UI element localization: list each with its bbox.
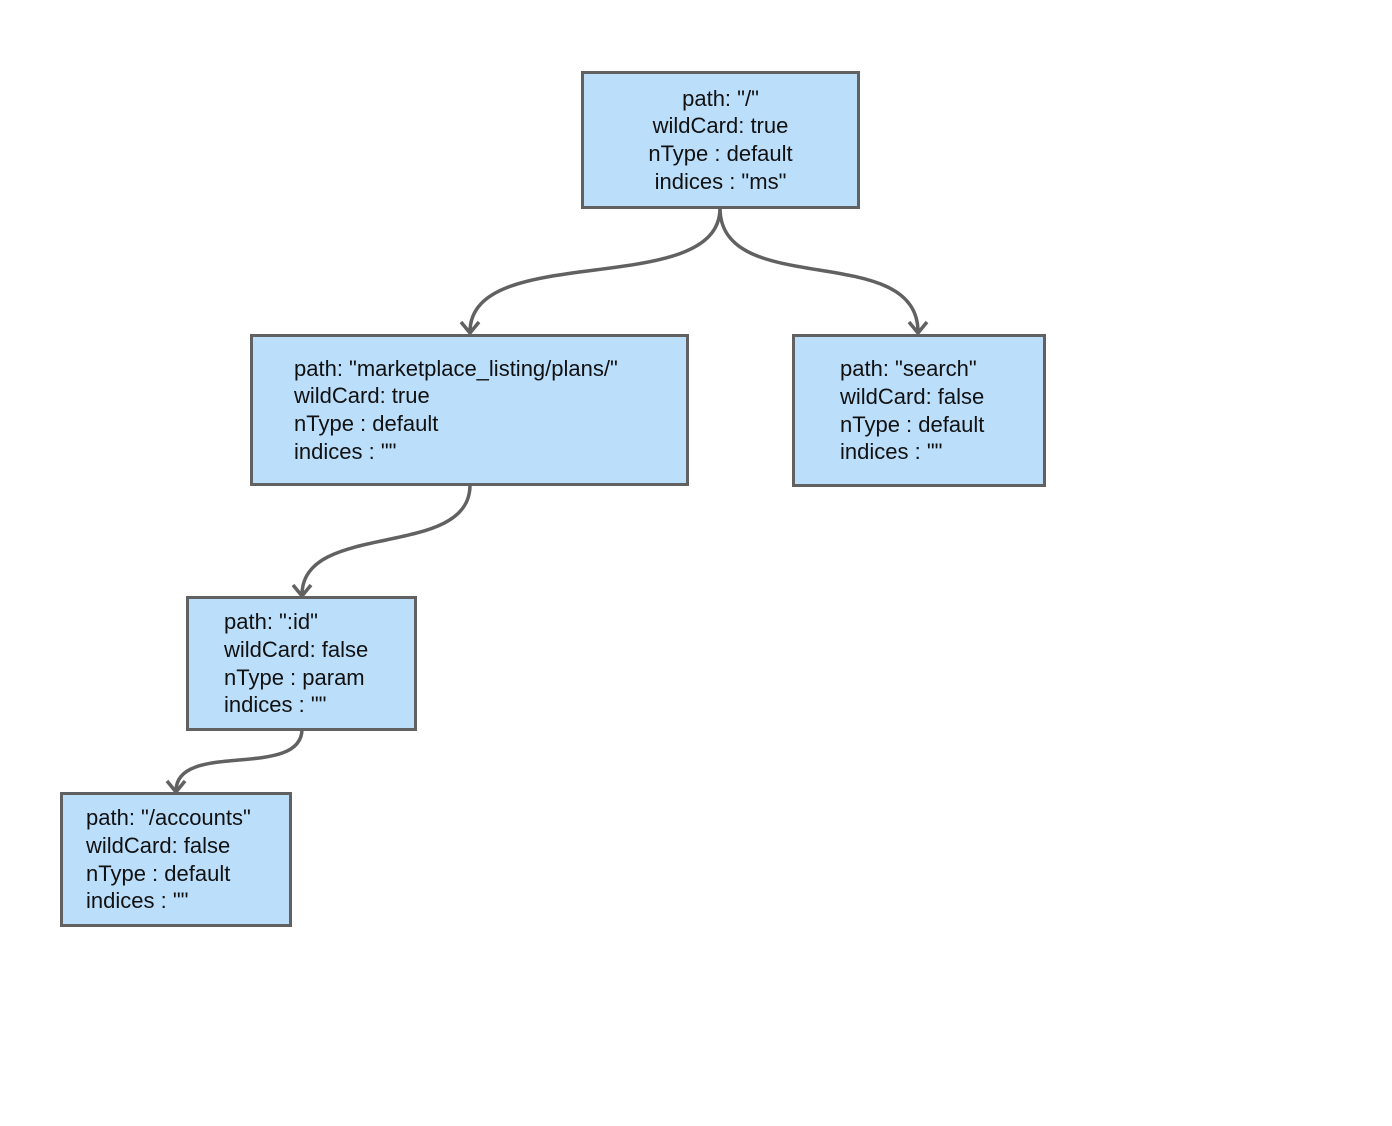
node-root-path: path: "/": [682, 85, 759, 111]
edge-root-to-marketplace: [468, 207, 722, 333]
node-id[interactable]: path: ":id" wildCard: false nType : para…: [186, 596, 417, 731]
node-accounts-path: path: "/accounts": [86, 805, 251, 831]
node-id-indices: indices : "": [224, 692, 327, 718]
node-root-indices: indices : "ms": [654, 168, 787, 194]
node-accounts[interactable]: path: "/accounts" wildCard: false nType …: [60, 792, 292, 927]
node-search-wildcard: wildCard: false: [840, 383, 985, 409]
node-search-ntype: nType : default: [840, 411, 985, 437]
node-marketplace-indices: indices : "": [294, 438, 397, 464]
edge-id-to-accounts: [174, 728, 304, 792]
node-marketplace-path: path: "marketplace_listing/plans/": [294, 355, 618, 381]
node-id-wildcard: wildCard: false: [224, 636, 369, 662]
node-accounts-indices: indices : "": [86, 888, 189, 914]
node-marketplace[interactable]: path: "marketplace_listing/plans/" wildC…: [250, 334, 689, 486]
arrowhead-marketplace: [459, 320, 481, 336]
node-marketplace-wildcard: wildCard: true: [294, 383, 430, 409]
arrowhead-search: [907, 320, 929, 336]
node-accounts-wildcard: wildCard: false: [86, 832, 231, 858]
node-search[interactable]: path: "search" wildCard: false nType : d…: [792, 334, 1046, 487]
node-search-path: path: "search": [840, 356, 977, 382]
node-marketplace-ntype: nType : default: [294, 411, 439, 436]
node-id-ntype: nType : param: [224, 664, 365, 690]
node-root-wildcard: wildCard: true: [652, 113, 789, 139]
node-root-ntype: nType : default: [648, 141, 793, 166]
edge-root-to-search: [718, 207, 920, 333]
node-root[interactable]: path: "/" wildCard: true nType : default…: [581, 71, 860, 209]
node-search-indices: indices : "": [840, 439, 943, 465]
node-id-path: path: ":id": [224, 609, 318, 635]
edge-marketplace-to-id: [300, 484, 472, 596]
node-accounts-ntype: nType : default: [86, 860, 231, 886]
